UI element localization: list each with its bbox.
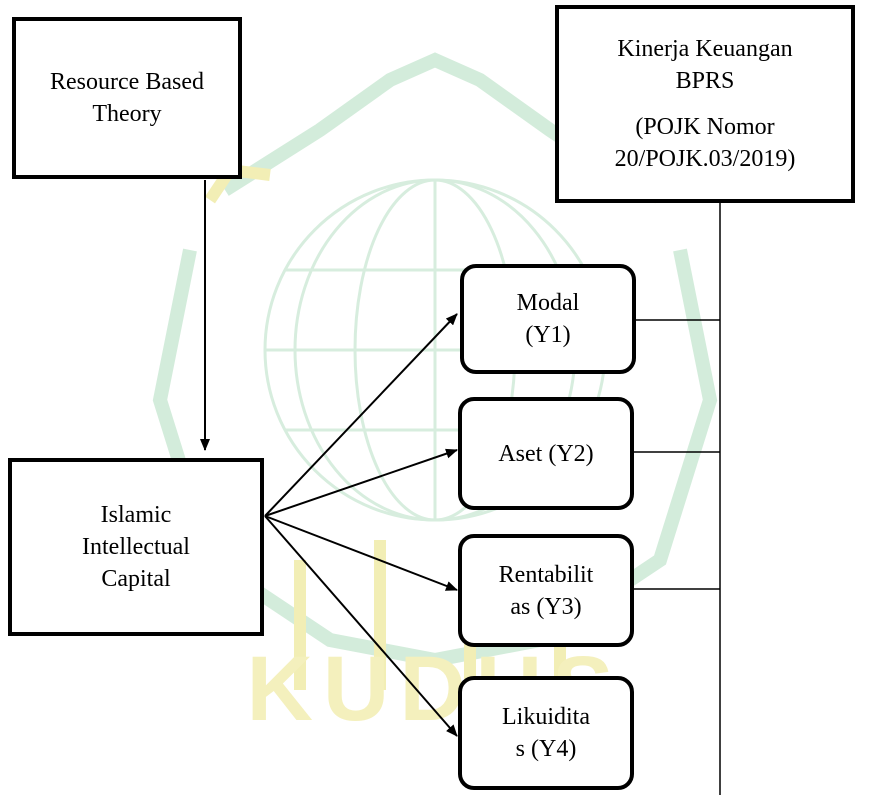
- arrow-to-rentabilitas: [264, 515, 458, 591]
- financial-performance-box: Kinerja Keuangan BPRS (POJK Nomor 20/POJ…: [555, 5, 855, 203]
- indicator-rentabilitas-box: Rentabilit as (Y3): [458, 534, 634, 647]
- indicator-likuiditas-line1: Likuidita: [502, 704, 590, 730]
- performance-line3: (POJK Nomor: [635, 114, 775, 140]
- indicator-rentabilitas-line2: as (Y3): [510, 593, 582, 620]
- indicator-aset-line1: Aset (Y2): [498, 440, 594, 467]
- iic-label-line2: Intellectual: [82, 534, 190, 560]
- performance-line1: Kinerja Keuangan: [617, 36, 793, 62]
- islamic-intellectual-capital-box: Islamic Intellectual Capital: [8, 458, 264, 636]
- indicator-modal-box: Modal (Y1): [460, 264, 636, 374]
- resource-based-theory-box: Resource Based Theory: [12, 17, 242, 179]
- arrow-to-modal: [264, 313, 458, 517]
- indicator-aset-box: Aset (Y2): [458, 397, 634, 510]
- iic-label-line1: Islamic: [100, 502, 172, 528]
- theory-label-line2: Theory: [92, 101, 162, 127]
- indicator-likuiditas-line2: s (Y4): [515, 736, 577, 762]
- indicator-modal-line1: Modal: [516, 290, 580, 316]
- arrow-to-likuiditas: [264, 515, 458, 737]
- indicator-likuiditas-box: Likuidita s (Y4): [458, 676, 634, 790]
- performance-line4: 20/POJK.03/2019): [614, 146, 796, 172]
- theory-label-line1: Resource Based: [50, 69, 204, 95]
- arrow-to-aset: [264, 448, 458, 517]
- iic-label-line3: Capital: [101, 566, 171, 592]
- performance-line2: BPRS: [675, 68, 735, 94]
- indicator-rentabilitas-line1: Rentabilit: [498, 561, 594, 588]
- indicator-modal-line2: (Y1): [525, 322, 571, 348]
